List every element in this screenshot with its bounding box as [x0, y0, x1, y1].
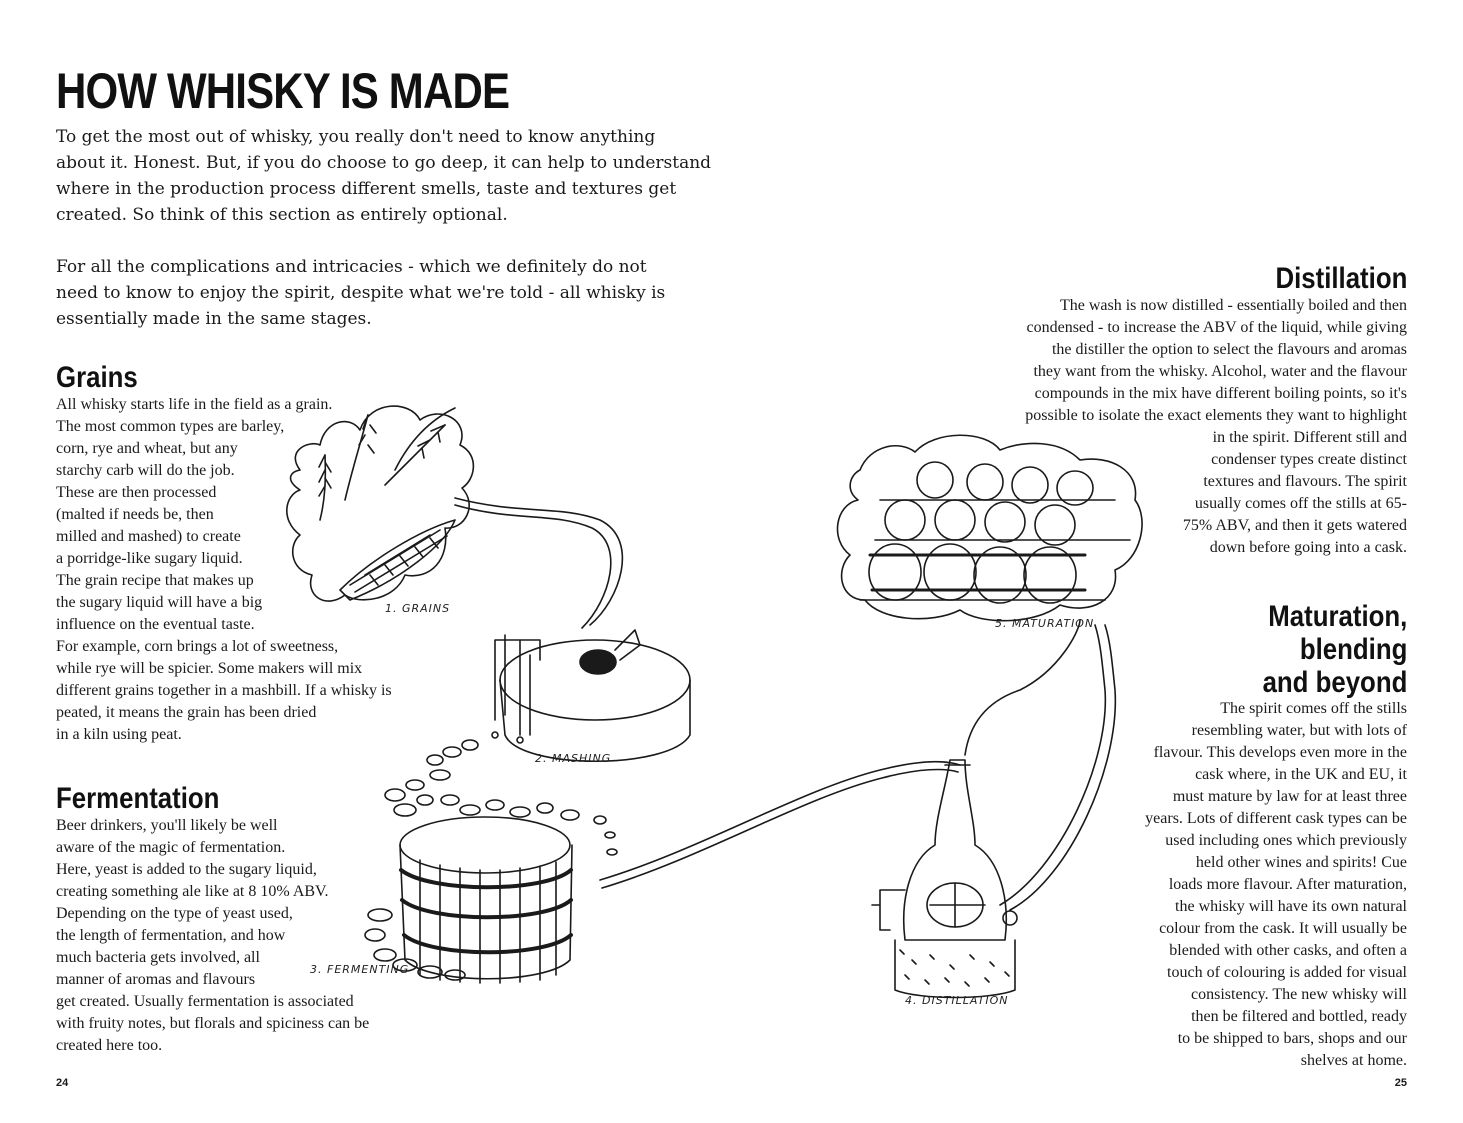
wash-pipe — [599, 760, 961, 881]
bubble-trail — [364, 739, 618, 981]
page-title: HOW WHISKY IS MADE — [56, 63, 510, 119]
maturation-cloud — [836, 434, 1143, 622]
mash-tun-icon — [491, 629, 691, 763]
grain-stream — [454, 497, 624, 626]
caption-maturation: 5. MATURATION — [995, 617, 1094, 630]
spirit-pipe — [964, 619, 1081, 756]
maturation-heading: Maturation, blending and beyond — [1262, 600, 1407, 699]
grains-heading: Grains — [56, 361, 138, 394]
maturation-body: The spirit comes off the stills resembli… — [1145, 700, 1407, 1069]
washback-icon — [399, 816, 573, 984]
fermentation-body: Beer drinkers, you'll likely be well awa… — [56, 817, 370, 1054]
grains-body: All whisky starts life in the field as a… — [56, 396, 392, 743]
grains-cloud — [286, 405, 475, 602]
page-number-left: 24 — [56, 1077, 69, 1089]
distillation-heading: Distillation — [1275, 262, 1407, 295]
caption-fermenting: 3. FERMENTING — [310, 963, 409, 976]
barrel-icon — [868, 461, 1094, 604]
corn-icon — [339, 519, 456, 601]
pot-still-icon — [871, 759, 1018, 999]
distillation-body: The wash is now distilled - essentially … — [1025, 297, 1407, 556]
page-number-right: 25 — [1394, 1077, 1407, 1089]
caption-grains: 1. GRAINS — [385, 602, 450, 615]
caption-distillation: 4. DISTILLATION — [905, 994, 1008, 1007]
intro-paragraph-1: To get the most out of whisky, you reall… — [56, 127, 712, 225]
fermentation-heading: Fermentation — [56, 782, 220, 815]
caption-mashing: 2. MASHING — [535, 752, 611, 765]
intro-paragraph-2: For all the complications and intricacie… — [56, 257, 666, 329]
